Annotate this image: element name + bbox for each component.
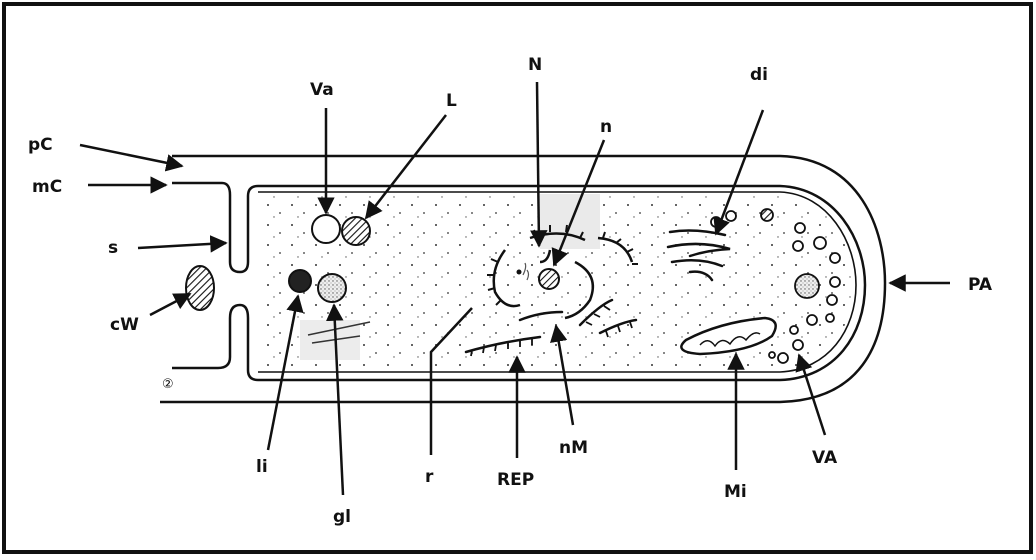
glycogen-gl: [318, 274, 346, 302]
label-Mi: Mi: [724, 482, 747, 502]
arrow-s: [138, 243, 226, 248]
label-REP: REP: [497, 470, 534, 490]
dictyosome-vesicle-2: [726, 211, 736, 221]
label-gl: gl: [333, 507, 351, 527]
cell-wall-body: [186, 266, 214, 310]
nucleolus: [539, 269, 559, 289]
label-N: N: [528, 55, 542, 75]
vacuole-va: [312, 215, 340, 243]
label-VA: VA: [812, 448, 838, 468]
label-r: r: [425, 467, 434, 487]
label-n: n: [600, 117, 612, 137]
label-cW: cW: [110, 315, 139, 335]
label-s: s: [108, 238, 118, 258]
label-pC: pC: [28, 135, 53, 155]
label-PA: PA: [968, 275, 993, 295]
arrow-cW: [150, 294, 190, 315]
label-L: L: [446, 91, 457, 111]
label-li: li: [256, 457, 268, 477]
label-Va: Va: [310, 80, 334, 100]
label-mC: mC: [32, 177, 62, 197]
lipid-body-l: [342, 217, 370, 245]
lipid-droplet-li: [289, 270, 311, 292]
label-di: di: [750, 65, 768, 85]
arrow-pC: [80, 145, 182, 166]
nuclear-dot: [517, 270, 522, 275]
shaded-region-top: [540, 194, 600, 249]
panel-number: ②: [162, 377, 174, 392]
label-nM: nM: [559, 438, 588, 458]
